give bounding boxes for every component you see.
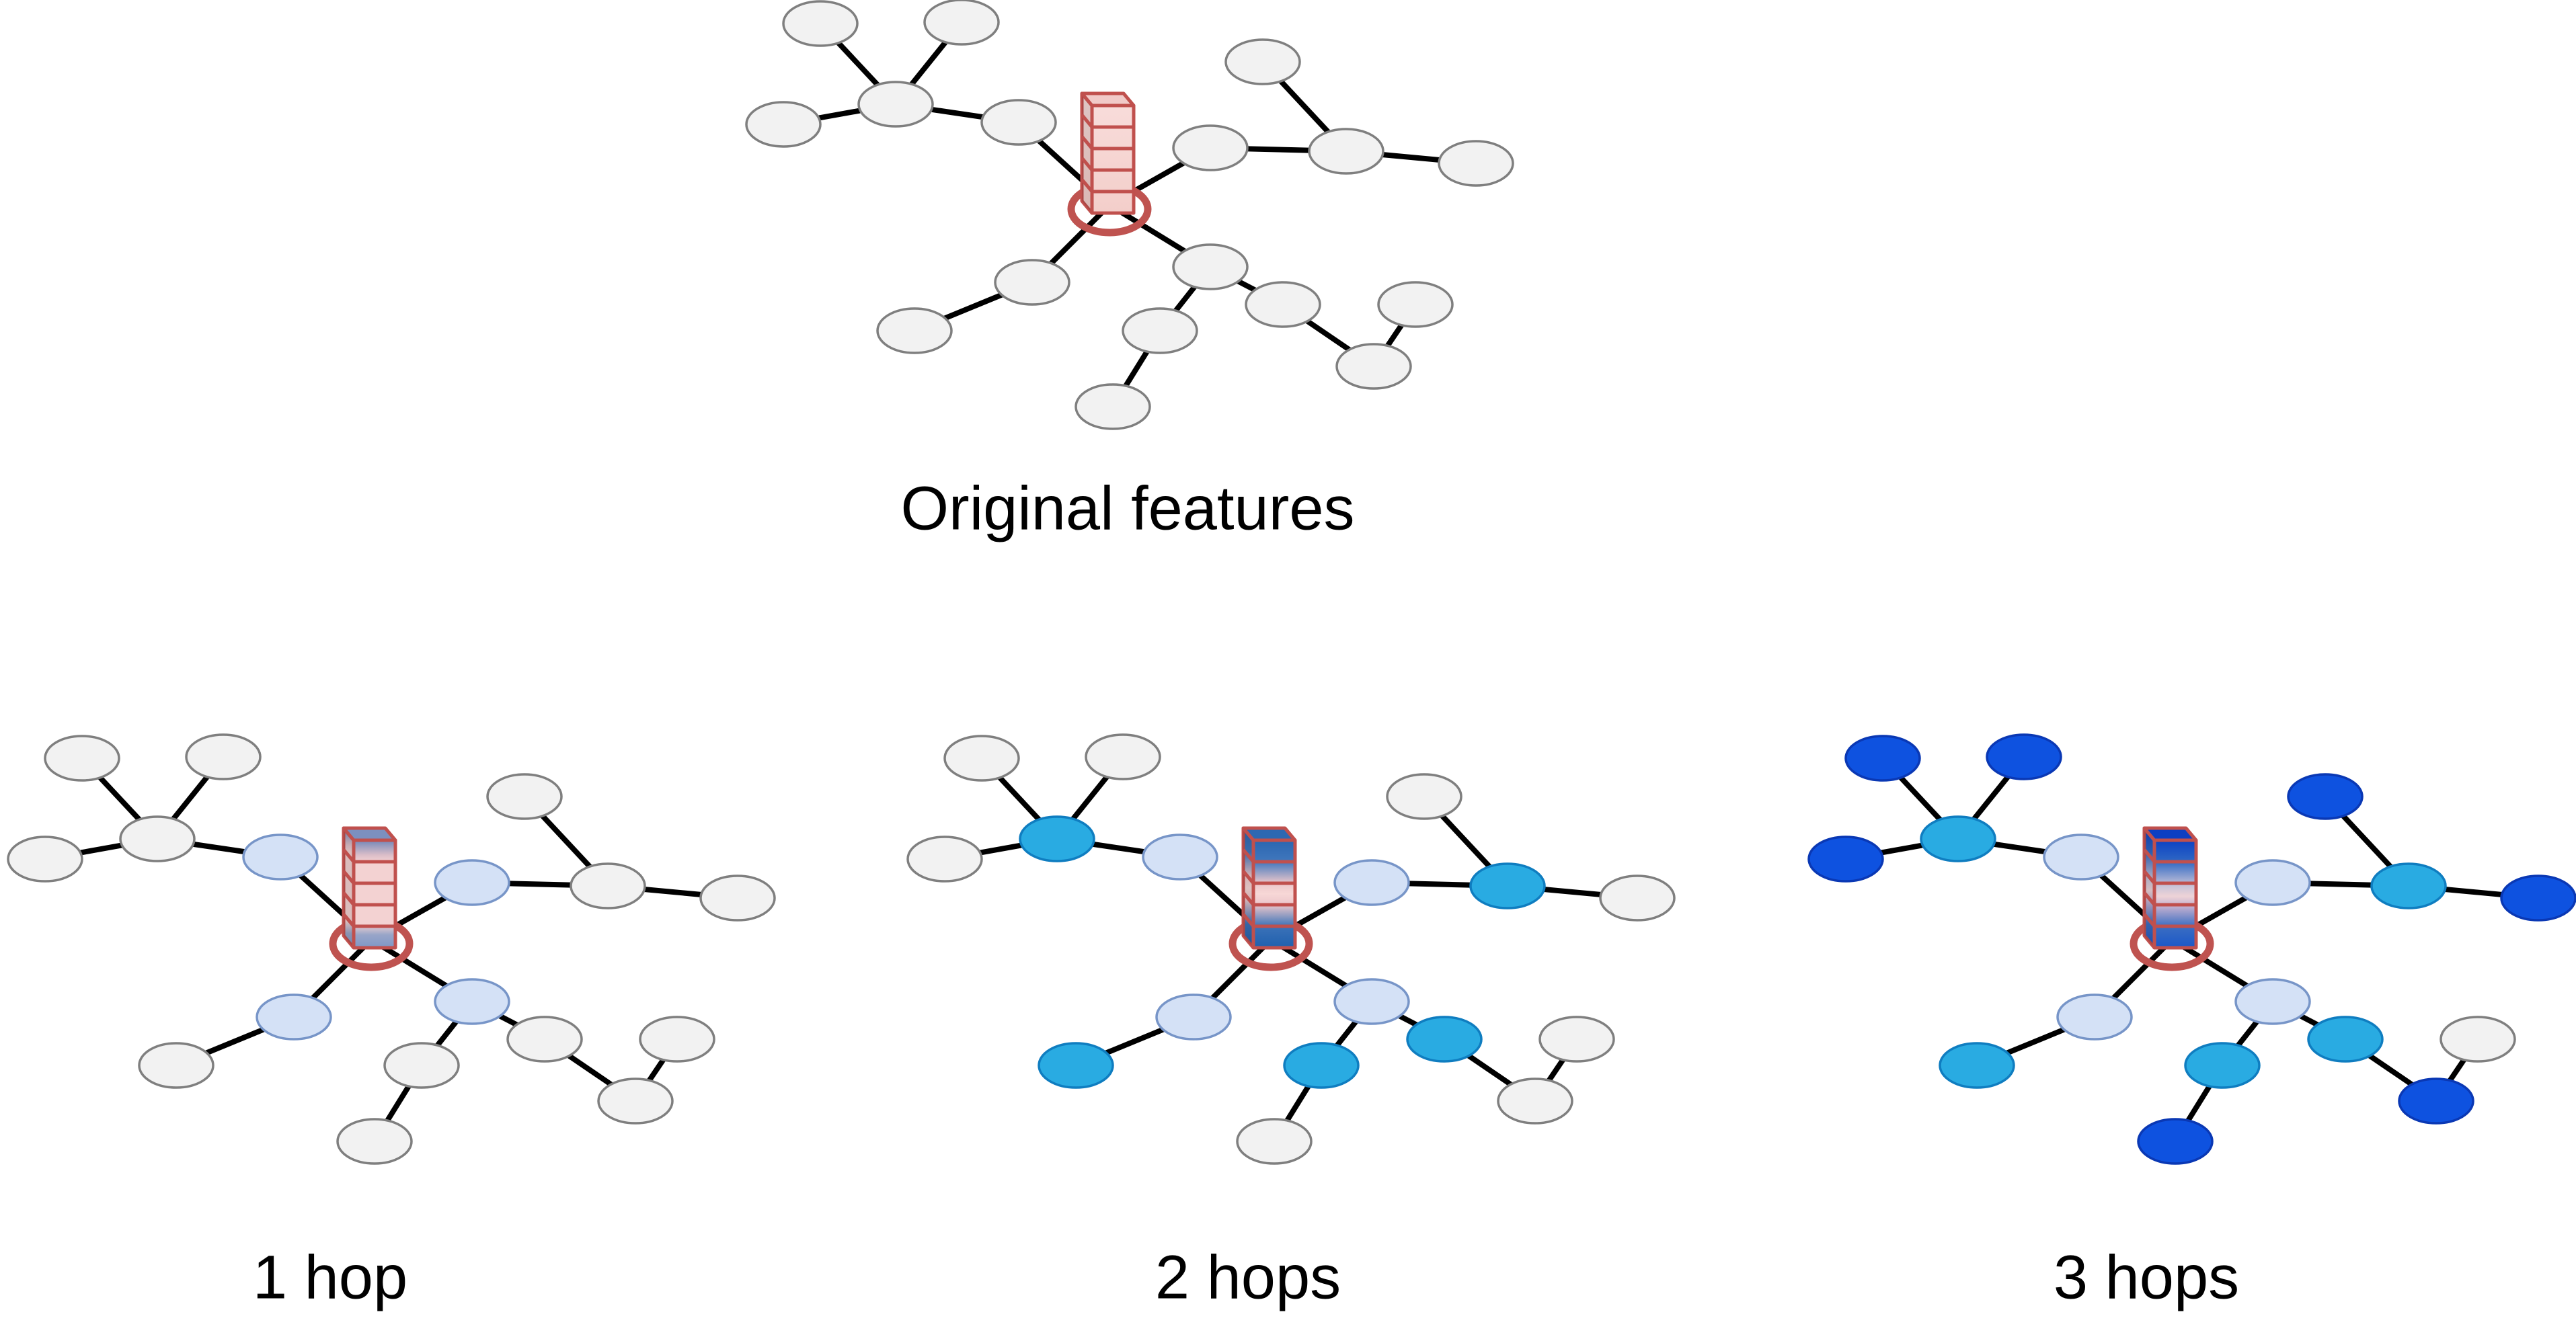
- node-H-hop1: [1333, 978, 1410, 1025]
- node-F-hop1: [434, 859, 510, 906]
- node-L-hop2: [1939, 1042, 2015, 1089]
- node-E-hop1: [980, 99, 1057, 146]
- graph-panel-original: [745, 0, 1514, 430]
- node-K-hop3: [2500, 875, 2576, 922]
- node-P-hop3: [597, 1078, 674, 1125]
- node-C-hop2: [119, 815, 196, 862]
- node-G-hop1: [2056, 993, 2133, 1041]
- node-A-hop3: [1844, 735, 1921, 782]
- node-J-hop3: [1386, 773, 1462, 820]
- graph-panel-hop1: [7, 733, 776, 1165]
- node-B-hop3: [1986, 733, 2062, 780]
- node-J-hop3: [1224, 38, 1301, 85]
- node-N-hop2: [1245, 281, 1321, 328]
- panel-label-original-features: Original features: [900, 474, 1355, 543]
- feature-vector-hop3: [2142, 826, 2198, 950]
- node-H-hop1: [1172, 243, 1249, 290]
- node-A-hop3: [782, 0, 859, 47]
- node-L-hop2: [876, 307, 953, 354]
- node-O-hop3: [336, 1118, 413, 1165]
- vector-top-face: [2142, 826, 2198, 842]
- node-P-hop3: [1335, 343, 1412, 390]
- node-E-hop1: [2043, 834, 2119, 881]
- vector-top-face: [1241, 826, 1297, 842]
- node-A-hop3: [943, 735, 1020, 782]
- node-N-hop2: [506, 1016, 583, 1063]
- node-Q-hop4: [1538, 1016, 1615, 1063]
- node-O-hop3: [1075, 383, 1151, 430]
- node-Q-hop4: [2440, 1016, 2516, 1063]
- vector-front-face: [1090, 104, 1136, 215]
- node-C-hop2: [1019, 815, 1095, 862]
- graph-panel-hop2: [906, 733, 1676, 1165]
- node-G-hop1: [1155, 993, 1232, 1041]
- node-F-hop1: [1172, 124, 1249, 171]
- node-O-hop3: [1236, 1118, 1313, 1165]
- panel-label-3-hops: 3 hops: [2053, 1243, 2240, 1312]
- node-I-hop2: [1469, 862, 1546, 909]
- panel-label-2-hops: 2 hops: [1155, 1243, 1341, 1312]
- vector-front-face: [352, 838, 397, 950]
- node-P-hop3: [1497, 1078, 1573, 1125]
- vector-top-face: [1080, 91, 1136, 108]
- node-L-hop2: [138, 1042, 214, 1089]
- node-N-hop2: [1406, 1016, 1483, 1063]
- node-L-hop2: [1038, 1042, 1114, 1089]
- node-D-hop3: [745, 101, 822, 148]
- node-K-hop3: [699, 875, 776, 922]
- panel-label-1-hop: 1 hop: [252, 1243, 408, 1312]
- node-K-hop3: [1599, 875, 1676, 922]
- node-I-hop2: [570, 862, 646, 909]
- node-I-hop2: [2370, 862, 2447, 909]
- node-N-hop2: [2307, 1016, 2384, 1063]
- vector-front-face: [2152, 838, 2198, 950]
- vector-top-face: [342, 826, 397, 842]
- node-G-hop1: [994, 259, 1070, 306]
- node-M-hop2: [2184, 1042, 2261, 1089]
- node-M-hop2: [383, 1042, 460, 1089]
- vector-front-face: [1251, 838, 1297, 950]
- node-D-hop3: [1807, 836, 1884, 883]
- feature-vector-hop2: [1241, 826, 1297, 950]
- node-F-hop1: [2234, 859, 2311, 906]
- node-Q-hop4: [1377, 281, 1454, 328]
- node-G-hop1: [256, 993, 332, 1041]
- node-H-hop1: [2234, 978, 2311, 1025]
- node-E-hop1: [1142, 834, 1218, 881]
- feature-vector-original: [1080, 91, 1136, 215]
- node-C-hop2: [1920, 815, 1996, 862]
- node-B-hop3: [923, 0, 1000, 46]
- node-D-hop3: [7, 836, 83, 883]
- node-Q-hop4: [639, 1016, 715, 1063]
- node-B-hop3: [185, 733, 262, 780]
- node-K-hop3: [1438, 140, 1514, 187]
- node-P-hop3: [2398, 1078, 2474, 1125]
- node-F-hop1: [1333, 859, 1410, 906]
- node-D-hop3: [906, 836, 983, 883]
- graph-panel-hop3: [1807, 733, 2576, 1165]
- node-A-hop3: [44, 735, 120, 782]
- node-M-hop2: [1283, 1042, 1360, 1089]
- node-J-hop3: [486, 773, 563, 820]
- node-M-hop2: [1122, 307, 1198, 354]
- node-H-hop1: [434, 978, 510, 1025]
- node-I-hop2: [1308, 128, 1384, 175]
- feature-vector-hop1: [342, 826, 397, 950]
- node-E-hop1: [242, 834, 319, 881]
- node-B-hop3: [1085, 733, 1161, 780]
- node-C-hop2: [857, 81, 934, 128]
- node-O-hop3: [2137, 1118, 2214, 1165]
- node-J-hop3: [2287, 773, 2364, 820]
